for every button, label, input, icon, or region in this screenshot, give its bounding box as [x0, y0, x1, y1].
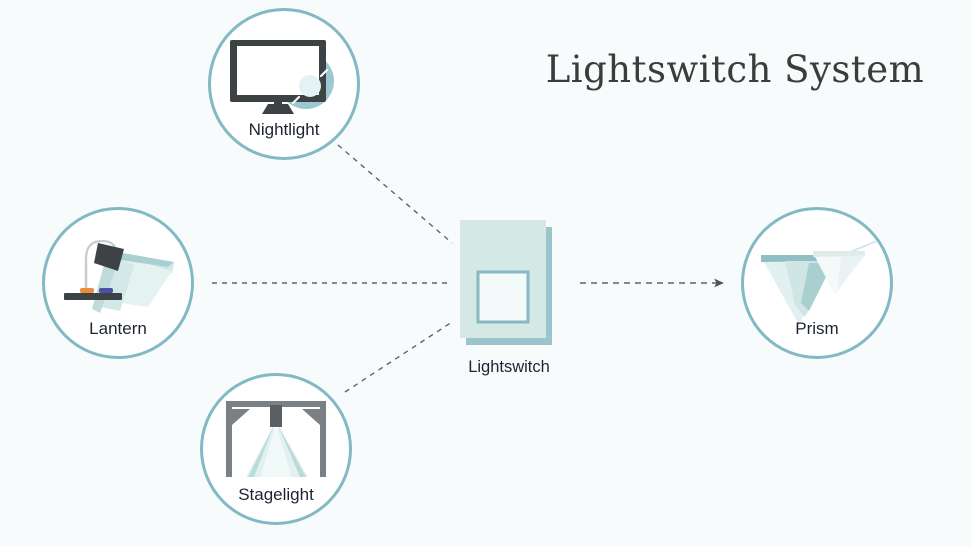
diagram-node-lightswitch[interactable]: Lightswitch	[452, 218, 572, 388]
page-title: Lightswitch System	[545, 48, 925, 91]
stage-truss-spotlight-icon	[216, 395, 336, 485]
diagram-node-nightlight[interactable]: Nightlight	[208, 8, 360, 160]
prism-triangles-icon	[755, 229, 879, 325]
diagram-node-label-lantern: Lantern	[89, 319, 147, 338]
diagram-node-label-lightswitch: Lightswitch	[468, 358, 550, 376]
connector-stagelight-to-lightswitch	[344, 321, 453, 393]
light-switch-plate-icon	[452, 218, 562, 348]
diagram-node-label-nightlight: Nightlight	[248, 120, 320, 139]
desk-lamp-icon	[62, 229, 180, 321]
diagram-node-label-prism: Prism	[795, 319, 839, 338]
diagram-node-label-stagelight: Stagelight	[238, 485, 314, 504]
diagram-node-lantern[interactable]: Lantern	[42, 207, 194, 359]
diagram-node-stagelight[interactable]: Stagelight	[200, 373, 352, 525]
diagram-node-prism[interactable]: Prism	[741, 207, 893, 359]
monitor-nightlight-icon	[226, 36, 344, 116]
